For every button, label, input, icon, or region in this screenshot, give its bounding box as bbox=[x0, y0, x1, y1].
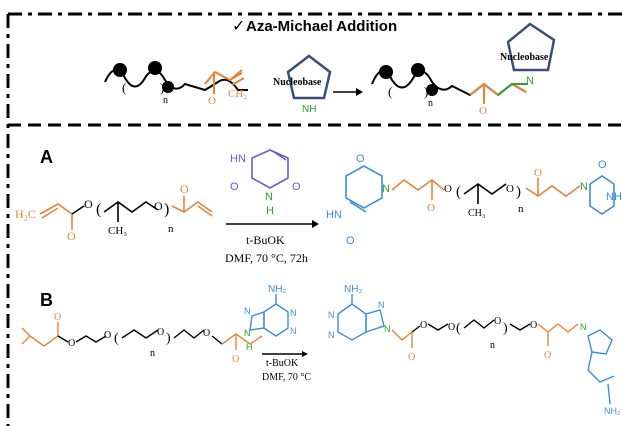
panel-a-h2c: H₂C bbox=[15, 207, 36, 221]
scheme-title: Aza-Michael Addition bbox=[246, 18, 397, 35]
top-product-carbonyl-o: O bbox=[479, 105, 487, 117]
adenine-h: H bbox=[246, 342, 253, 352]
uracil-hn: HN bbox=[230, 153, 246, 165]
frame bbox=[6, 12, 622, 426]
product-a-chain-o1: O bbox=[506, 183, 514, 195]
product-b-n-2: N bbox=[328, 330, 335, 340]
product-b-n: n bbox=[490, 340, 495, 351]
panel-b-reactant-n: n bbox=[150, 348, 155, 359]
top-reactant-n: n bbox=[163, 95, 168, 106]
uracil-o-right: O bbox=[292, 181, 301, 193]
product-a-o-right-top: O bbox=[598, 159, 607, 171]
panel-b-carbonyl-right: O bbox=[232, 354, 239, 365]
top-nucleobase-reactant: Nucleobase NH bbox=[273, 54, 332, 115]
panel-b-conditions-base: t-BuOK bbox=[266, 358, 299, 369]
panel-b-o-4: O bbox=[203, 328, 210, 339]
product-a-n2: N bbox=[580, 181, 588, 193]
svg-text:(: ( bbox=[96, 201, 101, 218]
product-a-o-bottom: O bbox=[346, 235, 355, 247]
panel-b-adenine: NH₂ N N N N H bbox=[244, 284, 297, 352]
svg-text:): ) bbox=[424, 84, 428, 99]
panel-b-o-3: O bbox=[157, 327, 164, 338]
top-product-n-label: N bbox=[526, 75, 534, 87]
top-product-nucleobase-label: Nucleobase bbox=[500, 52, 549, 63]
svg-text:): ) bbox=[160, 80, 164, 95]
adenine-n-1: N bbox=[290, 308, 297, 318]
product-b-nh2: NH₂ bbox=[344, 284, 362, 295]
panel-a-o-right: O bbox=[154, 199, 163, 213]
product-b-nh2-right: NH₂ bbox=[604, 406, 621, 416]
product-a-ester-o1: O bbox=[427, 202, 435, 214]
panel-b-o-1: O bbox=[68, 338, 75, 349]
product-b-carbonyl-1: O bbox=[408, 352, 415, 363]
panel-a-uracil: HN O O N H bbox=[230, 149, 301, 217]
panel-b-conditions-solvent: DMF, 70 °C bbox=[262, 372, 311, 383]
svg-text:(: ( bbox=[114, 331, 119, 346]
panel-a-reaction-arrow bbox=[226, 220, 319, 228]
product-a-ester-o3: O bbox=[534, 167, 542, 179]
panel-a-conditions-solvent: DMF, 70 °C, 72h bbox=[225, 251, 308, 265]
svg-text:(: ( bbox=[456, 321, 461, 336]
top-product: ( ) n O bbox=[371, 63, 528, 117]
top-nucleobase-nh: NH bbox=[302, 104, 316, 115]
panel-a-conditions-base: t-BuOK bbox=[246, 233, 285, 247]
panel-b-reaction-arrow bbox=[262, 351, 308, 357]
product-a-hn: HN bbox=[326, 209, 342, 221]
top-reaction-arrow bbox=[333, 88, 363, 96]
svg-text:(: ( bbox=[122, 80, 126, 95]
panel-b-reactant: O O O ( O ) n O O bbox=[21, 312, 263, 365]
uracil-n: N bbox=[265, 191, 273, 203]
product-a-o-top: O bbox=[356, 153, 365, 165]
panel-b-product: NH₂ N N N N O O O ( O ) n O O N NH₂ bbox=[328, 284, 621, 416]
adenine-n-3: N bbox=[244, 306, 251, 316]
product-b-carbonyl-2: O bbox=[544, 350, 551, 361]
product-a-n1: N bbox=[382, 183, 390, 195]
check-mark-icon: ✓ bbox=[232, 18, 245, 35]
panel-a-carbonyl-right: O bbox=[180, 182, 189, 196]
top-reactant: ( ) n O CH₂ bbox=[104, 61, 248, 107]
panel-b-o-2: O bbox=[104, 330, 111, 341]
product-b-n-3: N bbox=[378, 300, 385, 310]
top-nucleobase-product: Nucleobase N bbox=[500, 22, 556, 87]
panel-a-carbonyl-left: O bbox=[67, 229, 76, 243]
product-a-nh-right: NH bbox=[606, 191, 622, 203]
uracil-h: H bbox=[266, 205, 274, 217]
panel-a-reactant-n: n bbox=[168, 223, 174, 235]
svg-text:): ) bbox=[166, 331, 171, 346]
svg-text:): ) bbox=[503, 321, 508, 336]
top-product-n: n bbox=[428, 98, 433, 109]
panel-a-product: O HN O N O O ( CH₃ O ) n O N O NH bbox=[326, 153, 622, 247]
panel-b-carbonyl-left: O bbox=[54, 312, 61, 323]
svg-text:(: ( bbox=[388, 84, 392, 99]
uracil-o-left: O bbox=[230, 181, 239, 193]
product-b-n-1: N bbox=[328, 310, 335, 320]
product-a-n: n bbox=[518, 203, 524, 215]
panel-a-reactant: H₂C O O ( CH₃ O ) n O bbox=[15, 182, 213, 243]
product-b-n-right: N bbox=[580, 322, 587, 332]
product-a-ch3: CH₃ bbox=[468, 208, 485, 219]
panel-a-ch3: CH₃ bbox=[108, 225, 127, 237]
adenine-nh: N bbox=[244, 328, 251, 338]
panel-a-o-left: O bbox=[84, 197, 93, 211]
svg-text:(: ( bbox=[456, 184, 461, 200]
adenine-nh2: NH₂ bbox=[268, 284, 286, 295]
top-reactant-carbonyl-o: O bbox=[208, 95, 216, 107]
svg-text:): ) bbox=[164, 201, 169, 218]
product-b-o-4: O bbox=[530, 320, 537, 331]
panel-a-letter: A bbox=[40, 147, 53, 167]
top-reactant-ch2: CH₂ bbox=[228, 88, 247, 100]
adenine-n-2: N bbox=[290, 326, 297, 336]
product-b-n-4: N bbox=[384, 324, 391, 334]
product-b-o-3: O bbox=[494, 316, 501, 327]
svg-text:): ) bbox=[516, 184, 521, 200]
top-nucleobase-label: Nucleobase bbox=[273, 77, 322, 88]
product-a-ester-o2: O bbox=[444, 183, 452, 195]
panel-b-letter: B bbox=[40, 290, 53, 310]
product-b-o-1: O bbox=[420, 320, 427, 331]
product-b-o-2: O bbox=[448, 322, 455, 333]
